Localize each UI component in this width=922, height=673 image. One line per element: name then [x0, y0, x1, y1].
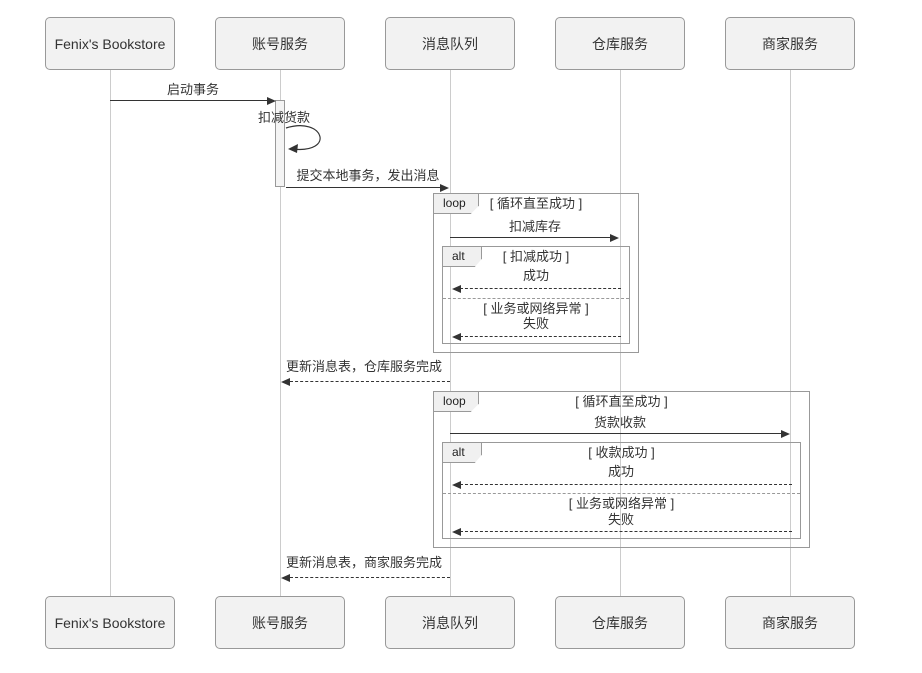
message-commit-local-label: 提交本地事务，发出消息 [296, 168, 440, 183]
arrowhead-right-icon [267, 97, 276, 105]
message-deduct-stock-line [450, 237, 611, 238]
message-update-warehouse-label: 更新消息表，仓库服务完成 [285, 359, 443, 374]
participant-label: 账号服务 [252, 614, 308, 631]
participant-label: 消息队列 [422, 614, 478, 631]
participant-account-bottom: 账号服务 [215, 596, 345, 649]
arrowhead-left-icon [281, 378, 290, 386]
message-stock-fail-line [460, 336, 621, 337]
message-collect-fail-label: 失败 [607, 512, 635, 527]
arrowhead-right-icon [610, 234, 619, 242]
message-collect-payment-line [450, 433, 782, 434]
participant-label: 账号服务 [252, 35, 308, 52]
fragment-loop1: loop [ 循环直至成功 ] [433, 193, 639, 353]
fragment-alt1: alt [ 扣减成功 ] [ 业务或网络异常 ] [442, 246, 630, 344]
participant-label: 消息队列 [422, 35, 478, 52]
fragment-loop2: loop [ 循环直至成功 ] [433, 391, 810, 548]
self-message-loop-icon [285, 125, 321, 153]
message-start-tx-label: 启动事务 [166, 82, 220, 97]
message-update-merchant-label: 更新消息表，商家服务完成 [285, 555, 443, 570]
fragment-alt1-else-condition: [ 业务或网络异常 ] [483, 301, 589, 316]
message-update-merchant-line [290, 577, 450, 578]
arrowhead-left-icon [281, 574, 290, 582]
lifeline-warehouse [620, 70, 621, 597]
participant-warehouse-bottom: 仓库服务 [555, 596, 685, 649]
participant-bookstore-top: Fenix's Bookstore [45, 17, 175, 70]
message-deduct-payment-label: 扣减货款 [257, 110, 311, 125]
message-collect-fail-line [460, 531, 792, 532]
participant-merchant-top: 商家服务 [725, 17, 855, 70]
fragment-loop2-condition: [ 循环直至成功 ] [575, 394, 668, 409]
fragment-loop2-operator: loop [433, 391, 479, 412]
participant-merchant-bottom: 商家服务 [725, 596, 855, 649]
fragment-loop1-condition: [ 循环直至成功 ] [489, 196, 583, 211]
message-deduct-stock-label: 扣减库存 [508, 219, 562, 234]
participant-bookstore-bottom: Fenix's Bookstore [45, 596, 175, 649]
participant-account-top: 账号服务 [215, 17, 345, 70]
activation-account [275, 100, 285, 187]
fragment-alt2-operator: alt [442, 442, 482, 463]
fragment-alt1-operator: alt [442, 246, 482, 267]
fragment-alt2-divider [443, 493, 800, 494]
participant-label: 仓库服务 [592, 35, 648, 52]
arrowhead-left-icon [452, 333, 461, 341]
lifeline-bookstore [110, 70, 111, 597]
fragment-alt2: alt [ 收款成功 ] [ 业务或网络异常 ] [442, 442, 801, 539]
participant-label: Fenix's Bookstore [54, 35, 166, 52]
message-start-tx-line [110, 100, 268, 101]
participant-label: Fenix's Bookstore [54, 614, 166, 631]
participant-label: 仓库服务 [592, 614, 648, 631]
fragment-loop1-operator: loop [433, 193, 479, 214]
message-commit-local-line [286, 187, 441, 188]
arrowhead-left-icon [452, 481, 461, 489]
participant-mq-top: 消息队列 [385, 17, 515, 70]
participant-warehouse-top: 仓库服务 [555, 17, 685, 70]
message-collect-success-line [460, 484, 792, 485]
message-stock-success-line [460, 288, 621, 289]
participant-label: 商家服务 [762, 614, 818, 631]
message-collect-payment-label: 货款收款 [593, 415, 647, 430]
fragment-alt1-condition: [ 扣减成功 ] [502, 249, 570, 264]
lifeline-merchant [790, 70, 791, 597]
message-collect-success-label: 成功 [607, 464, 635, 479]
participant-mq-bottom: 消息队列 [385, 596, 515, 649]
lifeline-mq [450, 70, 451, 597]
participant-label: 商家服务 [762, 35, 818, 52]
lifeline-account [280, 70, 281, 597]
arrowhead-right-icon [781, 430, 790, 438]
fragment-alt1-divider [443, 298, 629, 299]
arrowhead-left-icon [452, 285, 461, 293]
arrowhead-right-icon [440, 184, 449, 192]
message-stock-fail-label: 失败 [522, 316, 550, 331]
message-stock-success-label: 成功 [522, 268, 550, 283]
arrowhead-left-icon [452, 528, 461, 536]
fragment-alt2-else-condition: [ 业务或网络异常 ] [568, 496, 675, 511]
fragment-alt2-condition: [ 收款成功 ] [588, 445, 655, 460]
message-update-warehouse-line [290, 381, 450, 382]
